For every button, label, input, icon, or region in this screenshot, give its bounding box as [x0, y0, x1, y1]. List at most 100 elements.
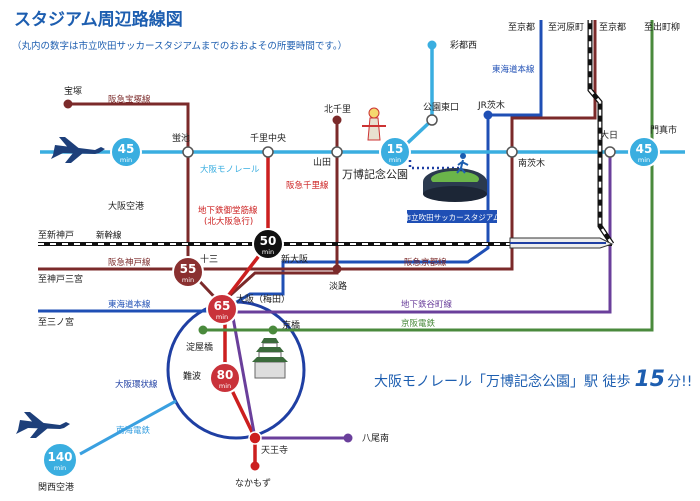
page-subtitle: （丸内の数字は市立吹田サッカースタジアムまでのおおよその所要時間です。） [12, 40, 347, 52]
line-hankyu-kyoto: 阪急京都線 [404, 257, 447, 268]
line-hankyu-kobe: 阪急神戸線 [108, 257, 151, 268]
svg-text:min: min [389, 156, 401, 164]
svg-text:55: 55 [180, 262, 197, 276]
dir-shin-kobe: 至新神戸 [38, 229, 74, 241]
svg-text:min: min [182, 276, 194, 284]
walker-icon [456, 153, 469, 174]
line-hankyu-takarazuka: 阪急宝塚線 [108, 94, 151, 105]
dot-dainichi [604, 146, 616, 158]
label-yao-minami: 八尾南 [362, 432, 389, 444]
label-umeda: 大阪（梅田） [236, 293, 290, 305]
stadium-label: 市立吹田サッカースタジアム [404, 212, 501, 222]
dir-kyoto-2: 至京都 [599, 21, 626, 33]
badge-kix: 140 min [42, 442, 78, 478]
svg-text:min: min [54, 464, 66, 472]
label-minami-ibaraki: 南茨木 [518, 157, 545, 169]
line-tokaido-left: 東海道本線 [108, 299, 151, 310]
dot-kyobashi [268, 325, 278, 335]
badge-shin-osaka: 50 min [252, 228, 284, 260]
line-tokaido-right: 東海道本線 [492, 64, 535, 75]
label-takarazuka: 宝塚 [64, 85, 82, 97]
line-hankyu-senri: 阪急千里線 [286, 180, 329, 191]
label-kita-senri: 北千里 [324, 104, 351, 115]
airplane-icon [51, 137, 105, 163]
dot-yamada [331, 146, 343, 158]
badge-kadoma: 45 min [628, 136, 660, 168]
line-osaka-monorail: 大阪モノレール [200, 164, 260, 175]
osaka-castle-icon [252, 338, 288, 379]
label-awaji: 淡路 [329, 280, 347, 292]
svg-text:min: min [219, 382, 231, 390]
tower-of-the-sun-icon [362, 107, 386, 141]
badge-banpaku: 15 min [379, 136, 411, 168]
keihan-line [203, 20, 654, 332]
svg-text:80: 80 [217, 368, 234, 382]
dot-saito-nishi [427, 40, 437, 50]
svg-text:min: min [216, 313, 228, 321]
dot-minami-ibaraki [506, 146, 518, 158]
label-kadoma: 門真市 [650, 124, 677, 136]
dot-senri-chuo [262, 146, 274, 158]
dot-tennoji [248, 431, 262, 445]
svg-text:min: min [120, 156, 132, 164]
svg-text:45: 45 [118, 142, 135, 156]
svg-text:15: 15 [387, 142, 404, 156]
label-banpaku: 万博記念公園 [342, 167, 408, 181]
dot-jr-ibaraki [483, 110, 493, 120]
label-kix: 関西空港 [38, 481, 74, 493]
shinkansen-train-icon [509, 237, 614, 249]
hankyu-senri-line [223, 120, 339, 302]
dot-yao-minami [343, 433, 353, 443]
walk-path [408, 160, 460, 170]
stadium-label-box [407, 210, 497, 223]
hankyu-kyoto-line [188, 20, 597, 271]
page-title: スタジアム周辺路線図 [14, 9, 183, 30]
line-loop: 大阪環状線 [115, 379, 158, 390]
line-nankai: 南海電鉄 [116, 425, 151, 436]
dot-yodoyabashi [198, 325, 208, 335]
nankai-line [79, 399, 177, 456]
stadium-icon [423, 168, 487, 202]
label-saito-nishi: 彩都西 [450, 40, 477, 51]
badge-namba: 80 min [209, 362, 241, 394]
airplane-icon-kix [16, 412, 70, 438]
line-shinkansen: 新幹線 [96, 230, 122, 241]
label-juso: 十三 [200, 253, 218, 265]
dot-koen-higashiguchi [426, 114, 438, 126]
svg-text:min: min [262, 248, 274, 256]
dot-hotarugaike [182, 146, 194, 158]
dir-demachiyanagi: 至出町柳 [644, 21, 680, 33]
dir-kobe-sannomiya: 至神戸三宮 [38, 273, 83, 285]
badge-umeda: 65 min [206, 293, 238, 325]
label-namba: 難波 [183, 370, 201, 382]
svg-text:65: 65 [214, 299, 231, 313]
label-hotarugaike: 蛍池 [172, 132, 190, 144]
line-midosuji: 地下鉄御堂筋線 (北大阪急行) [198, 205, 260, 227]
line-tanimachi: 地下鉄谷町線 [401, 299, 453, 310]
label-jr-ibaraki: JR茨木 [477, 99, 505, 111]
badge-senri-monorail-west: 45 min [110, 136, 142, 168]
label-yodoyabashi: 淀屋橋 [186, 341, 213, 353]
dot-awaji [332, 264, 342, 274]
label-tennoji: 天王寺 [261, 445, 288, 456]
dot-nakamozu [250, 461, 260, 471]
svg-text:45: 45 [636, 142, 653, 156]
dot-takarazuka [63, 99, 73, 109]
badge-juso: 55 min [172, 256, 204, 288]
line-keihan: 京阪電鉄 [401, 318, 436, 329]
dir-sannomiya: 至三ノ宮 [38, 316, 74, 328]
svg-text:140: 140 [47, 450, 72, 464]
label-yamada: 山田 [313, 157, 331, 168]
monorail-saito-branch [396, 45, 434, 154]
label-dainichi: 大日 [600, 129, 618, 141]
label-shin-osaka: 新大阪 [281, 253, 308, 265]
label-senri-chuo: 千里中央 [250, 132, 286, 144]
label-koen-higashiguchi: 公園東口 [423, 101, 459, 113]
dir-kawaramachi: 至河原町 [548, 21, 584, 33]
station-dots [63, 40, 616, 471]
tanimachi-line [232, 152, 612, 314]
dir-kyoto-1: 至京都 [508, 21, 535, 33]
label-itami-airport: 大阪空港 [108, 200, 144, 212]
